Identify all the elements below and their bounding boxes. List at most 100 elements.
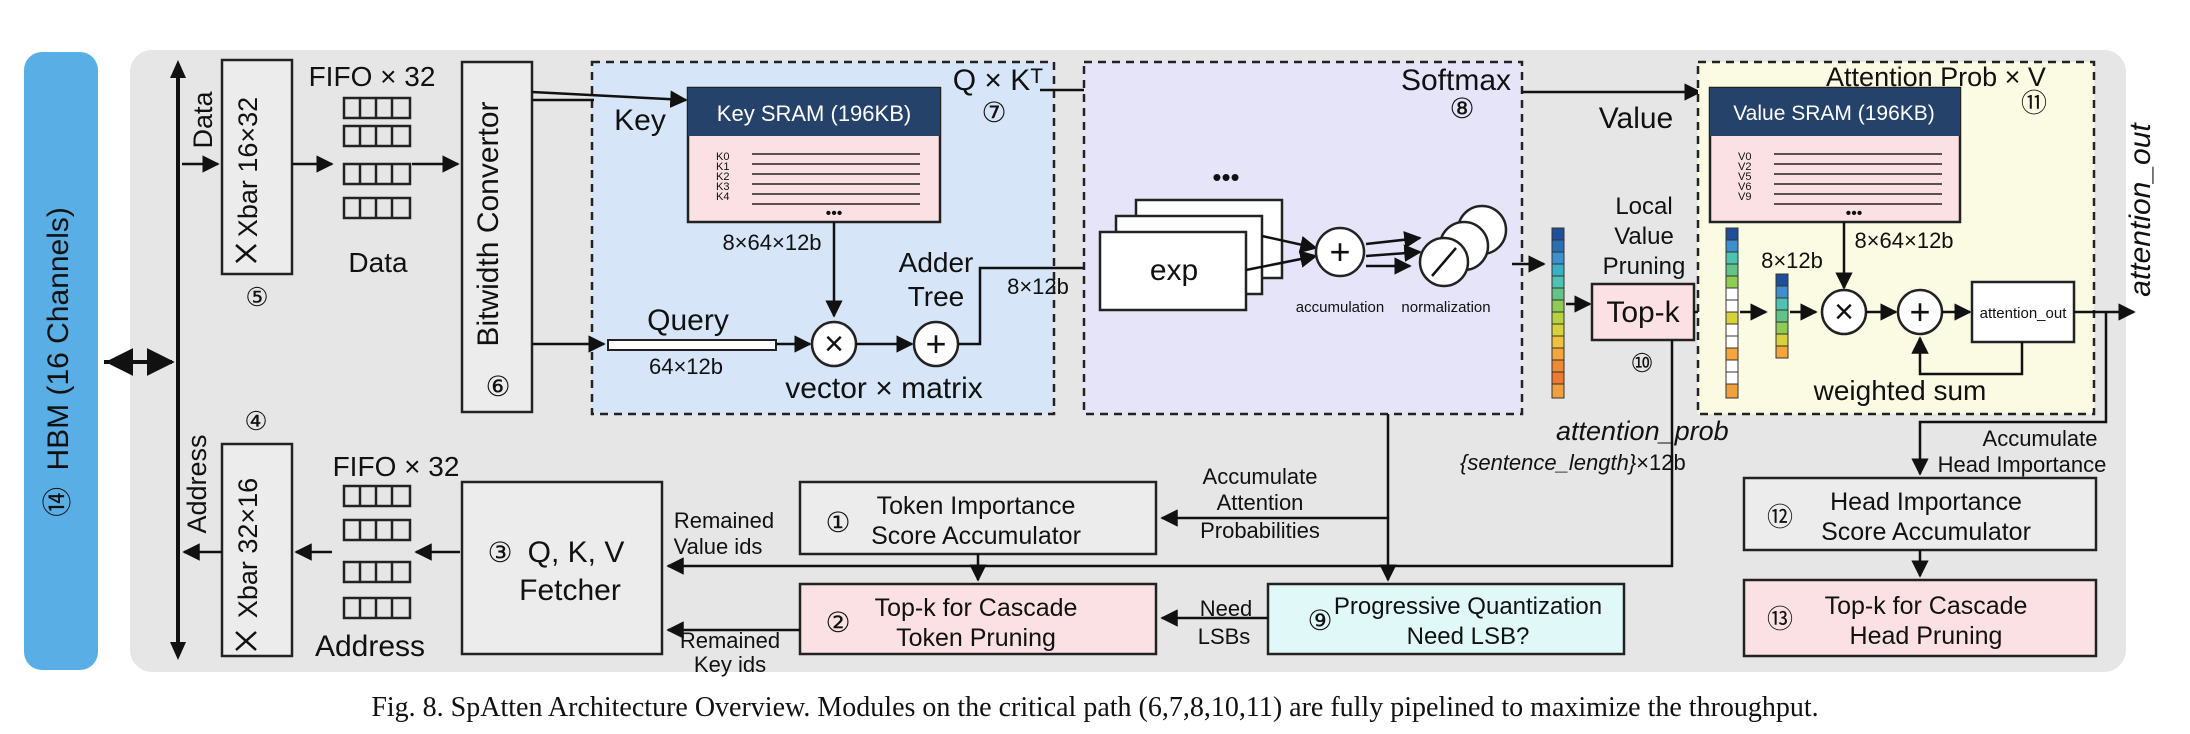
head-acc-line-2: Score Accumulator xyxy=(1821,518,2031,546)
topk10-number: ⑩ xyxy=(1630,348,1653,378)
key-sram-title: Key SRAM (196KB) xyxy=(717,101,911,126)
fetcher-number: ③ xyxy=(487,537,512,568)
weighted-sum-label: weighted sum xyxy=(1813,375,1987,406)
fetcher-line-1: Q, K, V xyxy=(528,536,625,569)
softmax-title: Softmax xyxy=(1401,64,1511,97)
prog-quant-number: ⑨ xyxy=(1307,605,1332,636)
bitwidth-convertor: Bitwidth Convertor ⑥ xyxy=(460,60,534,414)
adder-tree-symbol: + xyxy=(925,323,946,364)
key-row-4: K4 xyxy=(716,191,729,203)
head-prune-line-2: Head Pruning xyxy=(1850,622,2003,650)
exp-unit xyxy=(1098,230,1248,312)
token-acc-line-2: Score Accumulator xyxy=(871,522,1081,550)
acc-attn-line-2: Attention xyxy=(1217,490,1304,515)
acc-attn-line-1: Accumulate xyxy=(1203,464,1318,489)
remained-value-line-1: Remained xyxy=(674,508,774,533)
token-importance-accumulator: ① Token Importance Score Accumulator xyxy=(798,480,1158,556)
value-label: Value xyxy=(1599,102,1674,135)
value-row-4: V9 xyxy=(1738,191,1751,203)
xbar-data: Xbar 16×32 ⑤ xyxy=(220,58,294,312)
head-prune-line-1: Top-k for Cascade xyxy=(1825,592,2028,620)
fifo-addr-title: FIFO × 32 xyxy=(333,451,460,482)
softmax-input-dim: 8×12b xyxy=(1007,274,1069,299)
bitwidth-label: Bitwidth Convertor xyxy=(472,101,505,346)
remained-key-line-1: Remained xyxy=(680,628,780,653)
head-prune-number: ⑬ xyxy=(1767,604,1793,634)
token-acc-number: ① xyxy=(825,507,850,538)
hbm-number: ⑭ xyxy=(42,487,75,517)
key-row-2: K2 xyxy=(716,171,729,183)
data-bus-label: Data xyxy=(188,91,218,149)
attention-prob-label: attention_prob xyxy=(1556,416,1729,446)
attention-out-box-label: attention_out xyxy=(1980,305,2068,322)
attention-prob-dim-b: ×12b xyxy=(1636,450,1686,475)
key-sram-dots: ••• xyxy=(826,205,843,222)
lvp-label-2: Value xyxy=(1614,223,1674,250)
normalization-label: normalization xyxy=(1401,299,1490,316)
qk-number: ⑦ xyxy=(981,97,1006,128)
hbm-block: ⑭ HBM (16 Channels) xyxy=(24,52,98,670)
head-importance-accumulator: ⑫ Head Importance Score Accumulator xyxy=(1742,476,2098,552)
fifo-data-title: FIFO × 32 xyxy=(309,61,436,92)
query-dim: 64×12b xyxy=(649,354,723,379)
need-lsbs-line-1: Need xyxy=(1200,596,1253,621)
value-row-3: V6 xyxy=(1738,181,1751,193)
prog-quant-line-1: Progressive Quantization xyxy=(1334,593,1602,620)
softmax-block: Softmax ⑧ ••• exp + accumulation normali… xyxy=(1082,60,1524,416)
softmax-number: ⑧ xyxy=(1449,93,1474,124)
xbar-address: ④ Xbar 32×16 xyxy=(220,406,294,658)
qkv-fetcher: ③ Q, K, V Fetcher xyxy=(460,480,664,656)
address-bus-label: Address xyxy=(182,434,212,533)
prog-quant-line-2: Need LSB? xyxy=(1407,623,1530,650)
key-row-3: K3 xyxy=(716,181,729,193)
token-acc-line-1: Token Importance xyxy=(877,492,1076,520)
attention-prob-dim-a: {sentence_length} xyxy=(1460,450,1637,475)
value-sram-title: Value SRAM (196KB) xyxy=(1733,102,1935,125)
topk10-label: Top-k xyxy=(1606,296,1680,329)
token-prune-line-1: Top-k for Cascade xyxy=(875,594,1078,622)
lvp-label-1: Local xyxy=(1615,193,1672,220)
hbm-label: HBM (16 Channels) xyxy=(42,207,75,470)
value-row-0: V0 xyxy=(1738,151,1751,163)
bitwidth-number: ⑥ xyxy=(485,371,510,402)
av-input-dim: 8×12b xyxy=(1761,248,1823,273)
token-prune-number: ② xyxy=(825,607,850,638)
attention-prob-dim: {sentence_length}×12b xyxy=(1460,450,1686,475)
qk-multiply-symbol: × xyxy=(824,325,844,363)
key-row-1: K1 xyxy=(716,161,729,173)
acc-attn-line-3: Probabilities xyxy=(1200,518,1320,543)
av-number: ⑪ xyxy=(2021,88,2047,118)
fifo-address: FIFO × 32 Address xyxy=(315,451,459,663)
lvp-label-3: Pruning xyxy=(1603,253,1686,280)
accumulate-head-label-2: Head Importance xyxy=(1938,452,2107,477)
fifo-data: FIFO × 32 Data xyxy=(309,61,436,278)
accumulation-label: accumulation xyxy=(1296,299,1384,316)
accumulation-icon xyxy=(1314,226,1366,278)
vector-matrix-label: vector × matrix xyxy=(785,372,983,405)
fetcher-line-2: Fetcher xyxy=(519,574,621,607)
head-pruning-topk: ⑬ Top-k for Cascade Head Pruning xyxy=(1742,578,2098,658)
attention-out-label: attention_out xyxy=(2124,122,2157,297)
key-label: Key xyxy=(614,104,666,137)
xbar-addr-number: ④ xyxy=(244,406,267,436)
figure-caption: Fig. 8. SpAtten Architecture Overview. M… xyxy=(371,692,1818,723)
accumulate-head-label-1: Accumulate xyxy=(1983,426,2098,451)
key-row-0: K0 xyxy=(716,151,729,163)
qk-block: Q × Kᵀ ⑦ Key Key SRAM (196KB) K0 K1 K2 K… xyxy=(590,60,1056,416)
adder-label-2: Tree xyxy=(908,281,965,312)
av-multiply-symbol: × xyxy=(1834,293,1854,331)
value-sram-dim: 8×64×12b xyxy=(1854,228,1953,253)
remained-value-line-2: Value ids xyxy=(674,534,763,559)
svg-text:⑭ HBM (16 Channels): ⑭ HBM (16 Channels) xyxy=(42,207,75,517)
value-row-1: V2 xyxy=(1738,161,1751,173)
value-row-2: V5 xyxy=(1738,171,1751,183)
value-sram-dots: ••• xyxy=(1846,205,1863,222)
attention-prob-vector xyxy=(1551,227,1565,399)
xbar-addr-label: Xbar 32×16 xyxy=(233,478,263,618)
topk-local-value-pruning: Local Value Pruning Top-k ⑩ xyxy=(1590,193,1696,378)
av-adder-symbol: + xyxy=(1909,291,1930,332)
adder-label-1: Adder xyxy=(899,247,974,278)
key-sram-dim: 8×64×12b xyxy=(722,230,821,255)
head-acc-line-1: Head Importance xyxy=(1830,488,2022,516)
attn-value-block: Attention Prob × V ⑪ Value SRAM (196KB) … xyxy=(1696,60,2096,416)
